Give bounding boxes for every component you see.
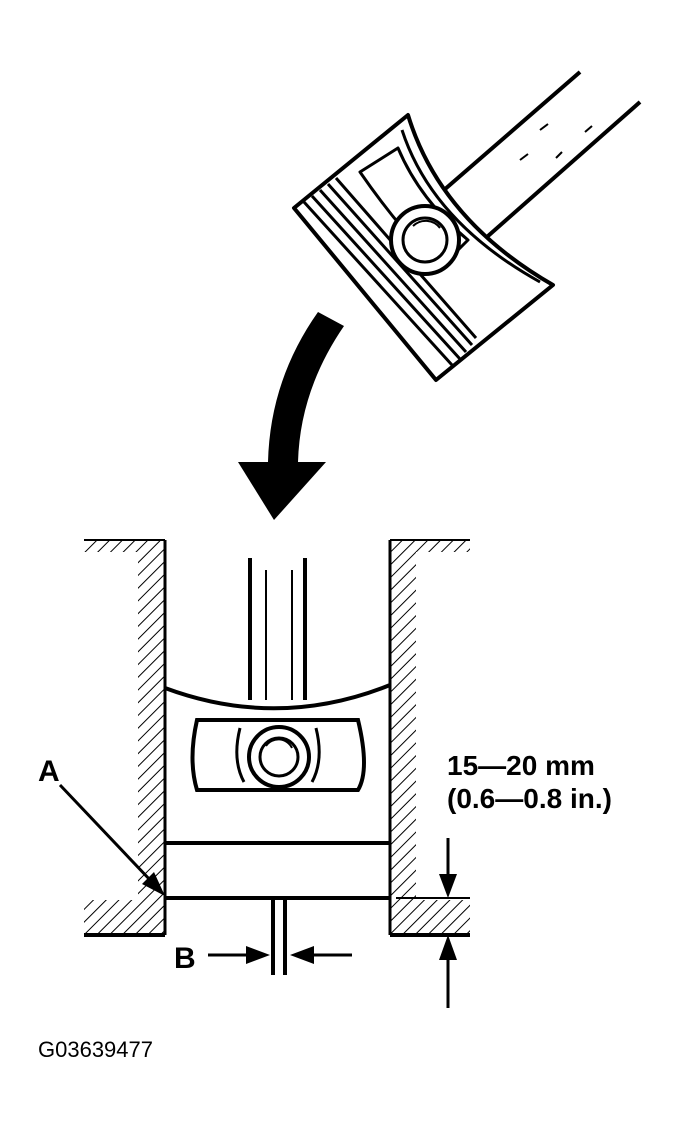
tilted-piston-assembly — [292, 70, 642, 382]
callout-a-label: A — [38, 755, 60, 788]
connecting-rod-tilted — [442, 70, 642, 238]
insertion-arrow — [238, 312, 344, 520]
depth-measure-mm: 15—20 mm — [447, 750, 595, 781]
callout-b-arrows — [208, 946, 352, 964]
callout-a-leader — [58, 783, 165, 896]
piston-pin — [247, 725, 311, 789]
piston-body-tilted — [292, 113, 555, 382]
piston-in-bore — [164, 558, 391, 975]
callout-b-label: B — [174, 942, 196, 975]
depth-measure-in: (0.6—0.8 in.) — [447, 783, 612, 814]
depth-dimension — [396, 838, 470, 1008]
figure-code: G03639477 — [38, 1037, 153, 1062]
